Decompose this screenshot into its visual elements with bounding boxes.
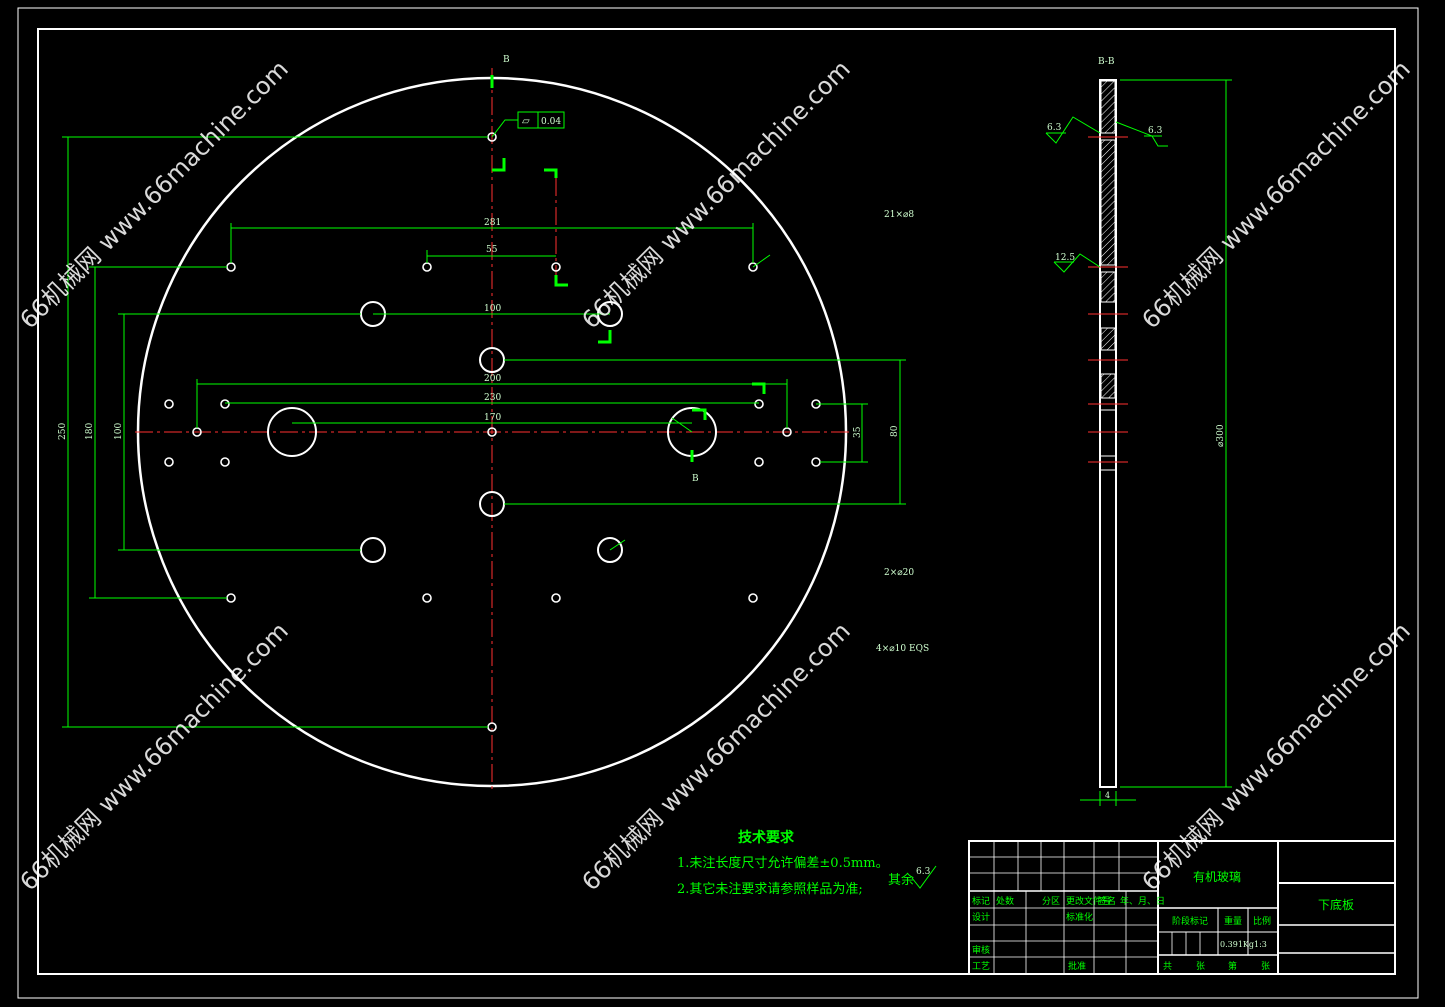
remaining-roughness-label: 其余 [888,872,914,888]
section-mark-bottom: B [692,474,699,484]
title-design: 设计 [972,911,990,923]
section-hole-outlines [1100,301,1116,471]
callout-holes-small: 21×⌀8 [884,210,914,220]
tech-title: 技术要求 [738,829,795,846]
section-diameter: ⌀300 [1216,424,1226,447]
dim-100-vertical: 100 [114,423,124,440]
title-scale-value: 1:3 [1254,940,1267,949]
section-dimensions [1080,79,1232,806]
section-mark-top: B [503,55,510,65]
section-label: B-B [1098,57,1115,67]
watermark-3: 66机械网 www.66machine.com [1136,55,1415,334]
title-review: 审核 [972,944,990,956]
dim-80: 80 [890,425,900,437]
watermark-5: 66机械网 www.66machine.com [576,617,855,896]
vertical-dimensions-left [62,136,488,728]
sheet-border [17,7,1419,999]
title-weight-value: 0.391Kg [1220,940,1254,949]
dim-230: 230 [484,393,501,403]
center-lines [135,68,850,790]
watermark-6: 66机械网 www.66machine.com [1136,617,1415,896]
roughness-left: 6.3 [1047,123,1062,133]
title-part-name: 下底板 [1318,897,1354,912]
title-row-label-1: 处数 [996,895,1014,907]
dim-100: 100 [484,304,501,314]
flatness-symbol: ▱ [522,116,530,127]
tech-requirements: 技术要求 1.未注长度尺寸允许偏差±0.5mm。 2.其它未注要求请参照样品为准… [677,829,937,897]
dim-281: 281 [484,218,501,228]
title-process: 工艺 [972,961,990,972]
flatness-frame [491,111,565,138]
title-sheet-no: 第 [1228,960,1237,972]
title-row-label-0: 标记 [972,895,990,907]
title-approve: 批准 [1068,960,1086,972]
section-thickness: 4 [1105,791,1110,800]
roughness-symbols [1045,116,1168,273]
tech-line-1: 1.未注长度尺寸允许偏差±0.5mm。 [677,855,889,871]
title-block: 标记 处数 分区 更改文件号 签名 年、月、日 设计 标准化 审核 工艺 批准 … [968,840,1396,975]
flatness-value: 0.04 [541,117,561,127]
remaining-roughness-value: 6.3 [916,867,931,877]
title-row-label-3: 更改文件号 [1066,895,1111,907]
title-material: 有机玻璃 [1193,870,1241,884]
front-view: B B ▱ 0.04 [58,55,929,790]
title-row-label-4: 签名 [1098,895,1116,907]
callout-holes-mid: 4×⌀10 EQS [876,644,929,654]
tech-line-2: 2.其它未注要求请参照样品为准; [677,881,863,897]
title-row-label-5: 年、月、日 [1120,895,1165,907]
title-weight: 重量 [1224,915,1242,927]
remaining-roughness-symbol [911,865,937,889]
vertical-dimensions-right [504,359,906,505]
section-hole-lines [1088,136,1128,463]
callout-holes-large: 2×⌀20 [884,568,914,578]
roughness-mid: 12.5 [1055,253,1075,263]
watermark-1: 66机械网 www.66machine.com [14,55,293,334]
title-sheets-word: 张 [1196,961,1205,972]
section-hatching [1100,80,1116,399]
title-row-label-2: 分区 [1042,896,1060,907]
roughness-right: 6.3 [1148,126,1163,136]
watermark-4: 66机械网 www.66machine.com [14,617,293,896]
horizontal-dimensions [196,223,835,551]
title-standardize: 标准化 [1066,911,1093,923]
section-marks [490,75,766,462]
title-sheets-total: 共 [1163,961,1172,972]
dim-55: 55 [486,245,498,255]
section-view: B-B [1045,57,1232,806]
dim-180: 180 [85,423,95,440]
title-scale: 比例 [1253,915,1271,927]
dim-170: 170 [484,413,501,423]
watermark-2: 66机械网 www.66machine.com [576,55,855,334]
section-body [1099,79,1117,788]
dim-200: 200 [484,374,501,384]
dim-35: 35 [853,426,863,438]
title-stage-mark: 阶段标记 [1172,915,1208,927]
dim-250: 250 [58,423,68,440]
title-sheet-word: 张 [1261,961,1270,972]
watermarks: 66机械网 www.66machine.com 66机械网 www.66mach… [14,55,1415,896]
